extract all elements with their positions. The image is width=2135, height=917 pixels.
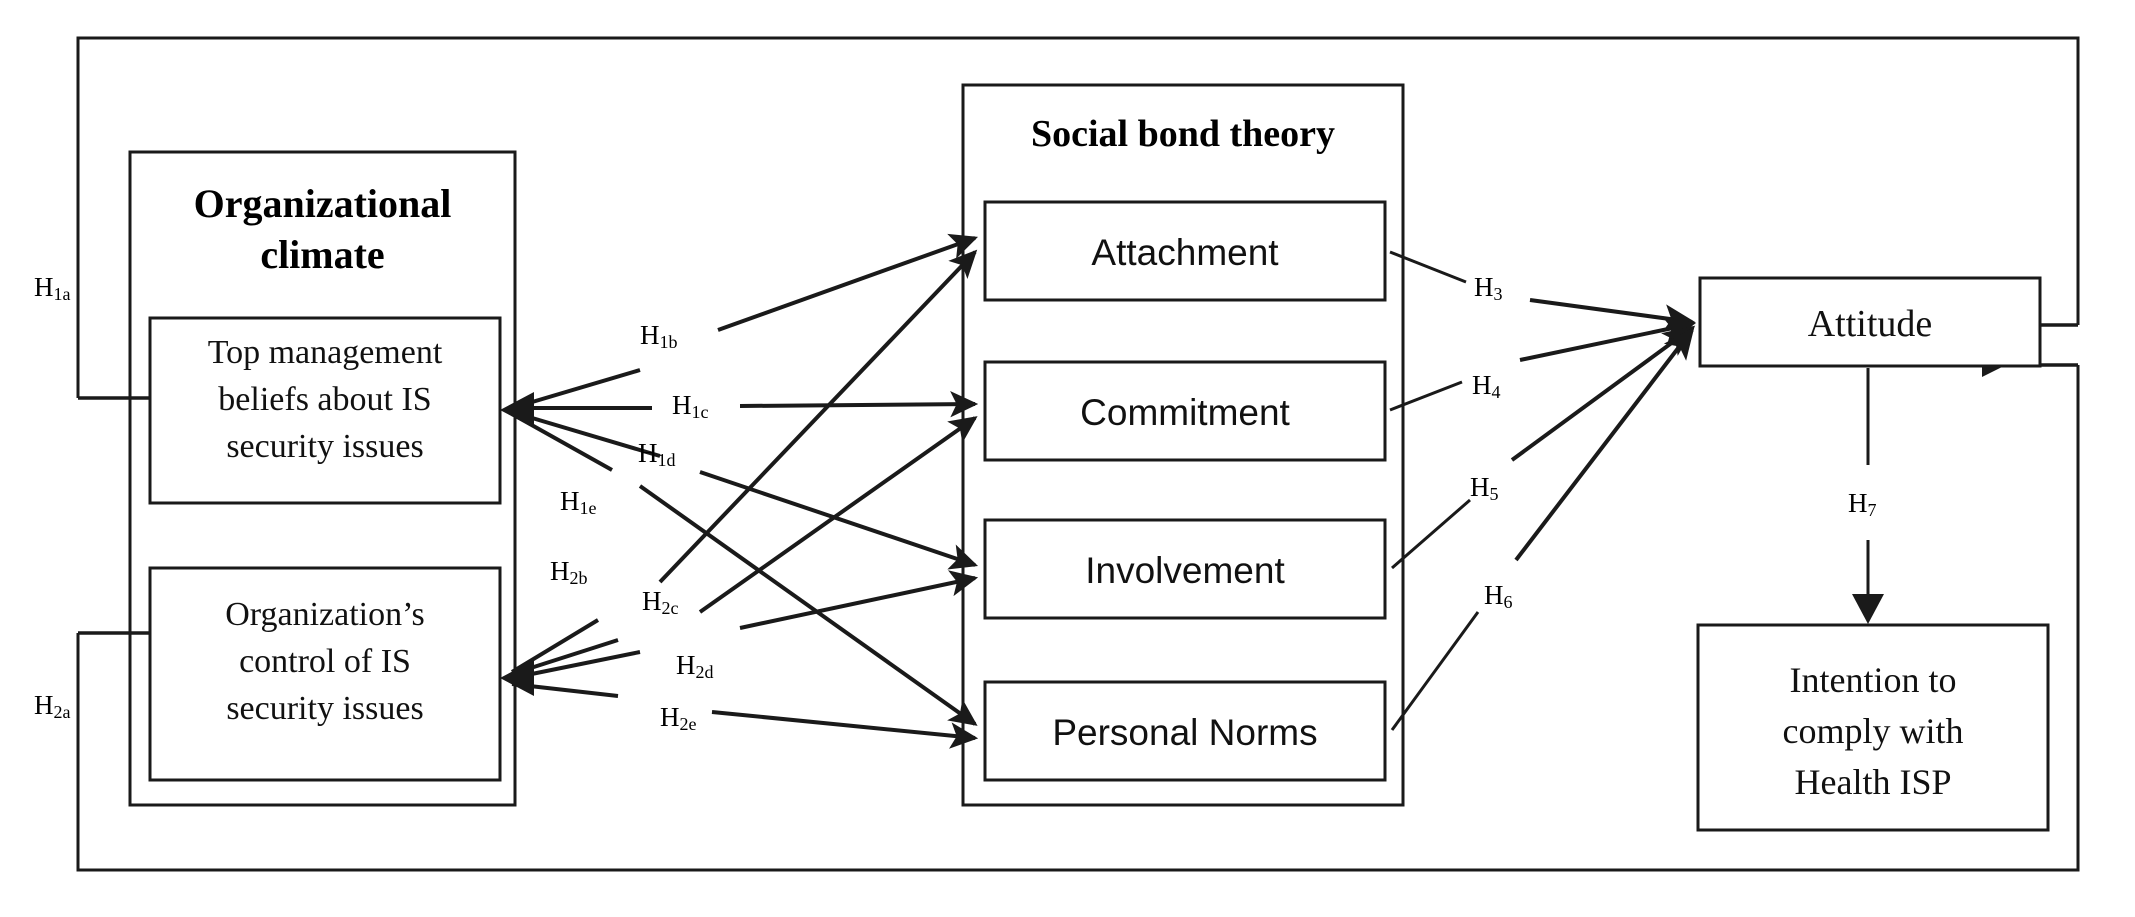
social-bond-theory-group xyxy=(961,83,1405,807)
hypothesis-label-h7: H7 xyxy=(1848,488,1877,521)
hyp-base-h5: H xyxy=(1470,472,1490,502)
hypothesis-label-h4: H4 xyxy=(1472,370,1501,403)
hyp-sub-h1a: 1a xyxy=(53,284,71,305)
hyp-sub-h4: 4 xyxy=(1491,382,1501,403)
hyp-base-h4: H xyxy=(1472,370,1492,400)
hyp-sub-h2a: 2a xyxy=(53,702,71,723)
hyp-sub-h3: 3 xyxy=(1493,284,1503,305)
hypothesis-label-h2c: H2c xyxy=(642,586,679,619)
construct-label-top-management-beliefs: Top management beliefs about IS security… xyxy=(207,334,443,465)
hyp-base-h3: H xyxy=(1474,272,1494,302)
construct-top-management-beliefs[interactable] xyxy=(148,316,502,505)
hypothesis-label-h1a: H1a xyxy=(34,272,71,305)
construct-intention-to-comply[interactable] xyxy=(1696,623,2050,832)
hyp-base-h2b: H xyxy=(550,556,570,586)
construct-label-organization-control: Organization’s control of IS security is… xyxy=(225,596,425,727)
construct-attachment[interactable] xyxy=(983,200,1387,302)
arrows-from-top-management xyxy=(500,233,979,726)
hypothesis-label-h2e: H2e xyxy=(660,702,697,735)
hyp-base-h1e: H xyxy=(560,486,580,516)
hyp-sub-h6: 6 xyxy=(1503,592,1513,613)
hyp-sub-h1c: 1c xyxy=(691,402,709,423)
hyp-sub-h7: 7 xyxy=(1867,500,1877,521)
hyp-base-h2c: H xyxy=(642,586,662,616)
group-title-social-bond-theory: Social bond theory xyxy=(1030,113,1336,155)
construct-label-personal-norms: Personal Norms xyxy=(1052,712,1318,753)
hypothesis-label-h2b: H2b xyxy=(550,556,588,589)
hyp-sub-h1b: 1b xyxy=(659,332,678,353)
construct-personal-norms[interactable] xyxy=(983,680,1387,782)
construct-commitment[interactable] xyxy=(983,360,1387,462)
arrows-into-attitude xyxy=(1389,250,1696,731)
group-title-organizational-climate: Organizational climate xyxy=(193,181,452,278)
hyp-base-h2d: H xyxy=(676,650,696,680)
construct-organization-control[interactable] xyxy=(148,566,502,782)
hypothesis-label-h2a: H2a xyxy=(34,690,71,723)
hyp-base-h1b: H xyxy=(640,320,660,350)
hyp-sub-h2c: 2c xyxy=(661,598,679,619)
arrows-from-organization-control xyxy=(500,249,979,749)
hypothesis-label-h1c: H1c xyxy=(672,390,709,423)
outer-frame xyxy=(76,36,2080,872)
hypothesis-label-h2d: H2d xyxy=(676,650,714,683)
construct-label-attachment: Attachment xyxy=(1091,232,1279,273)
construct-involvement[interactable] xyxy=(983,518,1387,620)
hypothesis-label-h1e: H1e xyxy=(560,486,597,519)
hyp-sub-h1e: 1e xyxy=(579,498,597,519)
hyp-base-h7: H xyxy=(1848,488,1868,518)
hypothesis-label-h5: H5 xyxy=(1470,472,1499,505)
hyp-sub-h5: 5 xyxy=(1489,484,1499,505)
construct-label-intention-to-comply: Intention to comply with Health ISP xyxy=(1782,660,1964,803)
construct-label-commitment: Commitment xyxy=(1080,392,1290,433)
hypothesis-label-h6: H6 xyxy=(1484,580,1513,613)
construct-label-involvement: Involvement xyxy=(1085,550,1285,591)
hypothesis-label-h1b: H1b xyxy=(640,320,678,353)
hyp-base-h2a: H xyxy=(34,690,54,720)
hyp-base-h1d: H xyxy=(638,438,658,468)
hypothesis-label-h1d: H1d xyxy=(638,438,676,471)
hyp-base-h6: H xyxy=(1484,580,1504,610)
hyp-base-h2e: H xyxy=(660,702,680,732)
arrow-attitude-to-intention xyxy=(1852,368,1884,624)
hyp-base-h1a: H xyxy=(34,272,54,302)
hyp-sub-h2b: 2b xyxy=(569,568,588,589)
hyp-sub-h1d: 1d xyxy=(657,450,676,471)
hypothesis-label-h3: H3 xyxy=(1474,272,1503,305)
hyp-sub-h2e: 2e xyxy=(679,714,697,735)
construct-attitude[interactable] xyxy=(1698,276,2042,368)
hyp-sub-h2d: 2d xyxy=(695,662,714,683)
hyp-base-h1c: H xyxy=(672,390,692,420)
construct-label-attitude: Attitude xyxy=(1807,303,1933,345)
organizational-climate-group xyxy=(128,150,517,807)
